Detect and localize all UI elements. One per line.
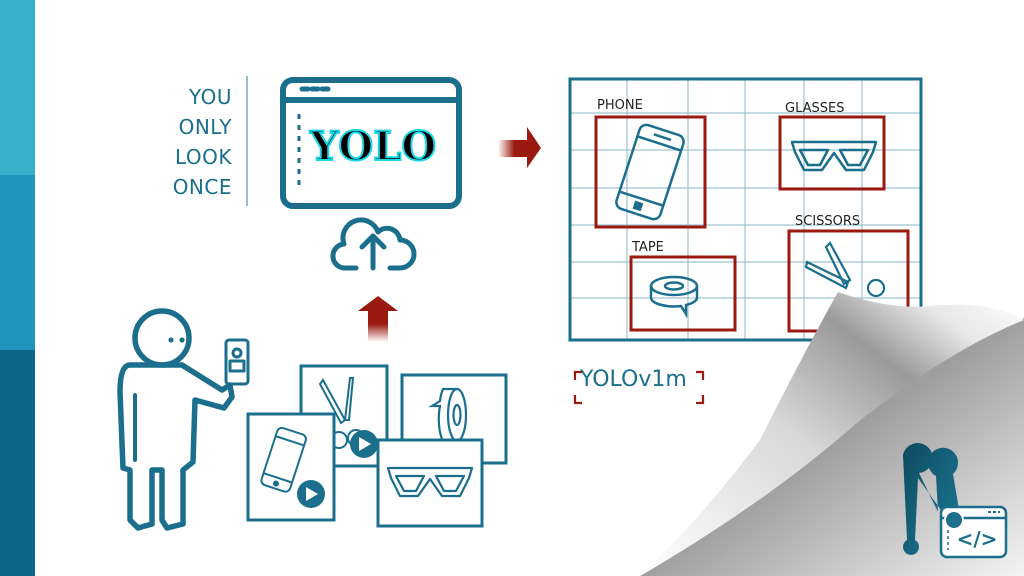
detection-box-phone [594, 115, 707, 229]
detection-label: GLASSES [785, 101, 844, 116]
tape-icon [649, 275, 699, 319]
detection-grid: PHONE GLASSES TAPE SCISSORS [568, 77, 923, 342]
arrow-up-icon [358, 296, 398, 342]
sidebar-band-middle [0, 175, 35, 350]
glasses-icon [790, 140, 878, 172]
play-button-icon[interactable] [297, 480, 325, 508]
motto-line: LOOK [174, 145, 232, 169]
yolo-logo: YOLO [309, 123, 436, 170]
glasses-icon [386, 466, 474, 498]
motto-divider [246, 76, 248, 206]
phone-icon [615, 123, 685, 221]
svg-text:</>: </> [957, 527, 998, 551]
scissors-icon [804, 241, 886, 298]
sidebar-band-top [0, 0, 35, 175]
page-curl [640, 292, 1024, 576]
input-image-glasses [376, 438, 484, 528]
detection-box-tape [629, 255, 737, 332]
sidebar-band-bottom [0, 350, 35, 576]
arrow-right-icon [498, 127, 541, 168]
detection-label: SCISSORS [795, 214, 860, 229]
person-with-phone-icon [117, 308, 250, 531]
detection-label: PHONE [597, 98, 643, 113]
n-code-logo-icon: </> [902, 443, 1008, 559]
detection-label: TAPE [631, 240, 664, 255]
detection-box-glasses [778, 115, 886, 191]
model-name: YOLOv1m [580, 367, 687, 392]
motto-line: ONLY [178, 115, 232, 139]
phone-icon [260, 426, 307, 493]
input-image-phone [246, 412, 336, 522]
motto-line: YOU [188, 85, 232, 109]
browser-window-icon: YOLO [280, 77, 462, 209]
motto-text: YOU ONLY LOOK ONCE [150, 82, 232, 202]
play-button-icon[interactable] [350, 430, 378, 458]
motto-line: ONCE [172, 175, 232, 199]
model-label-brackets [573, 370, 705, 405]
cloud-upload-icon [330, 217, 417, 271]
